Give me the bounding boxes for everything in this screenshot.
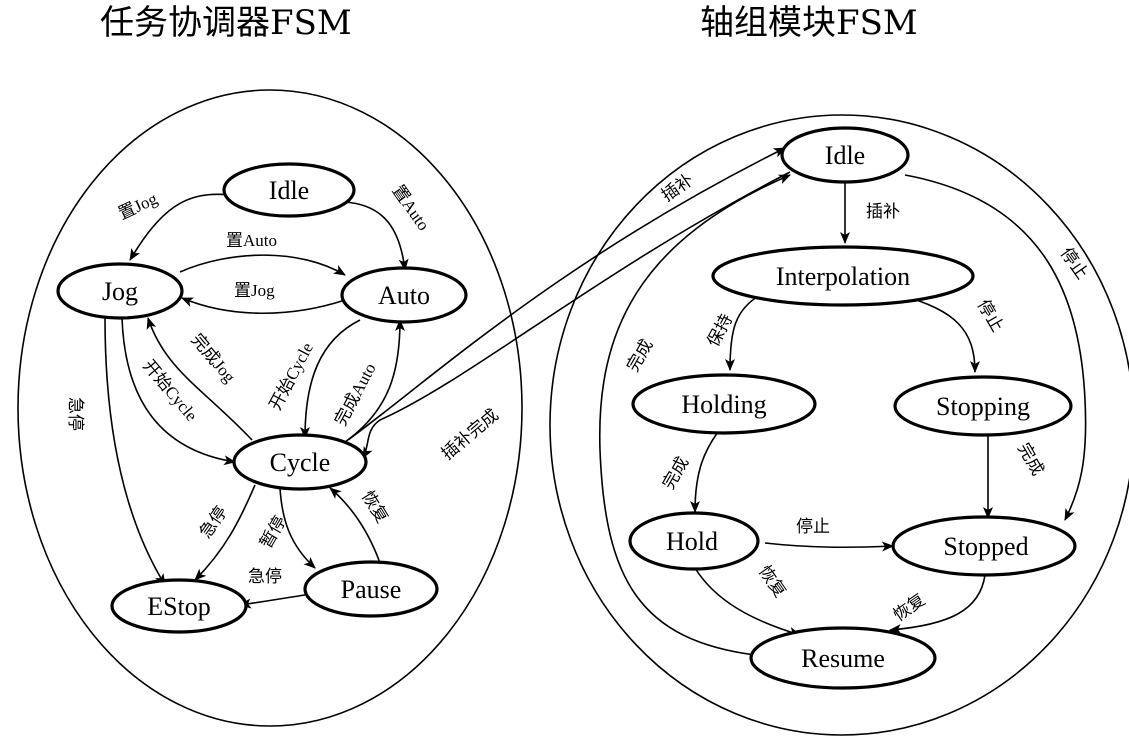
state-axis-stopping: Stopping: [893, 375, 1073, 437]
state-task-estop-label: EStop: [147, 592, 211, 621]
edge-holding-to-hold: [690, 431, 719, 513]
state-task-estop: EStop: [110, 578, 248, 634]
label-hold-stopped: 停止: [796, 517, 830, 536]
edge-auto-to-cycle: [300, 319, 361, 439]
state-axis-hold: Hold: [628, 511, 760, 571]
edge-axis-idle-to-cycle: [362, 171, 791, 459]
edge-jog-to-estop: [104, 317, 166, 586]
label-cycle-axis-idle: 插补: [658, 170, 697, 205]
label-idle-stopped: 停止: [1057, 244, 1092, 283]
task-coordinator-boundary: [17, 89, 523, 727]
edge-auto-to-jog: [181, 297, 346, 315]
label-resume-idle: 完成: [623, 336, 656, 375]
edge-pause-to-estop: [239, 594, 306, 609]
state-task-idle-label: Idle: [269, 176, 309, 205]
label-axis-idle-cycle: 插补完成: [438, 405, 502, 463]
edge-cycle-to-estop: [194, 484, 256, 581]
label-pause-estop: 急停: [248, 567, 282, 586]
label-jog-auto: 置Auto: [226, 231, 277, 250]
state-task-jog-label: Jog: [102, 277, 138, 306]
state-task-pause-label: Pause: [341, 575, 402, 604]
axis-group-boundary: [549, 114, 1129, 736]
state-axis-hold-label: Hold: [666, 527, 718, 556]
label-jog-cycle: 开始Cycle: [139, 356, 201, 425]
state-axis-idle: Idle: [780, 126, 910, 184]
state-task-jog: Jog: [56, 262, 184, 320]
state-task-idle: Idle: [222, 162, 356, 218]
edge-interpolation-to-holding: [725, 294, 761, 371]
state-task-cycle: Cycle: [232, 433, 368, 491]
label-idle-jog: 置Jog: [115, 189, 160, 224]
edge-jog-to-cycle: [121, 317, 236, 466]
edge-pause-to-cycle: [329, 487, 381, 564]
label-cycle-estop: 急停: [196, 503, 231, 542]
label-pause-cycle: 恢复: [358, 487, 392, 526]
edge-cycle-to-jog: [146, 317, 253, 441]
edge-cycle-to-auto: [344, 319, 405, 443]
label-cycle-jog: 完成Jog: [187, 330, 239, 387]
edge-cycle-to-axis-idle: [347, 147, 786, 441]
label-auto-cycle: 开始Cycle: [266, 339, 317, 413]
edge-interpolation-to-stopping: [899, 294, 980, 373]
edge-hold-to-resume: [694, 567, 801, 637]
label-idle-auto: 置Auto: [388, 181, 433, 234]
left-fsm-title: 任务协调器FSM: [100, 3, 352, 43]
state-axis-resume-label: Resume: [801, 644, 885, 673]
edge-resume-to-idle: [598, 174, 791, 656]
state-axis-interpolation: Interpolation: [711, 245, 975, 307]
state-axis-stopped: Stopped: [891, 515, 1077, 577]
state-task-auto-label: Auto: [378, 281, 430, 310]
edge-jog-to-auto: [179, 254, 346, 276]
edge-idle-to-jog: [129, 193, 231, 261]
state-axis-resume: Resume: [749, 626, 937, 690]
state-axis-stopped-label: Stopped: [943, 532, 1028, 561]
edge-cycle-to-pause: [279, 487, 316, 569]
label-idle-interp: 插补: [866, 202, 900, 221]
label-auto-jog: 置Jog: [234, 281, 275, 300]
label-interp-stopping: 停止: [974, 296, 1007, 335]
state-axis-holding: Holding: [631, 373, 817, 435]
label-stopped-resume: 恢复: [890, 590, 929, 625]
edge-idle-to-stopped: [904, 174, 1087, 521]
edge-stopped-to-resume: [889, 574, 986, 635]
label-jog-estop: 急停: [66, 397, 85, 431]
state-axis-interpolation-label: Interpolation: [776, 262, 910, 291]
state-axis-stopping-label: Stopping: [936, 392, 1030, 421]
edge-hold-to-stopped: [764, 541, 894, 552]
label-stopping-stopped: 完成: [1014, 440, 1047, 479]
right-fsm-title: 轴组模块FSM: [700, 3, 918, 43]
state-task-cycle-label: Cycle: [270, 448, 331, 477]
state-task-pause: Pause: [303, 560, 439, 618]
state-axis-holding-label: Holding: [681, 390, 766, 419]
label-cycle-auto: 完成Auto: [331, 360, 380, 429]
state-axis-idle-label: Idle: [825, 141, 865, 170]
edge-idle-to-auto: [344, 201, 409, 271]
label-hold-resume: 恢复: [755, 562, 790, 601]
label-holding-hold: 完成: [659, 454, 692, 493]
state-task-auto: Auto: [340, 266, 468, 324]
